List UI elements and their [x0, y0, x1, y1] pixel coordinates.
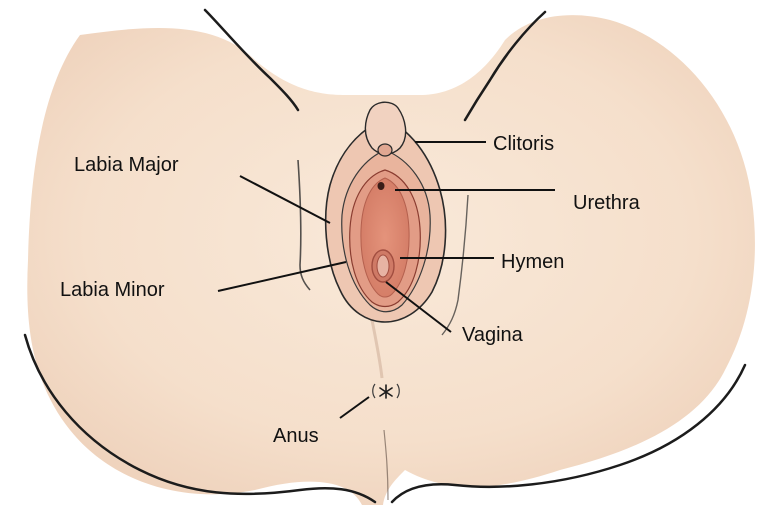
clitoris-glans [378, 144, 392, 156]
urethral-opening [378, 182, 385, 190]
label-clitoris: Clitoris [493, 133, 554, 155]
label-urethra: Urethra [573, 192, 640, 214]
label-labia-major: Labia Major [74, 154, 179, 176]
label-vagina: Vagina [462, 324, 523, 346]
label-anus: Anus [273, 425, 319, 447]
label-labia-minor: Labia Minor [60, 279, 165, 301]
vaginal-opening [377, 255, 389, 277]
label-hymen: Hymen [501, 251, 564, 273]
